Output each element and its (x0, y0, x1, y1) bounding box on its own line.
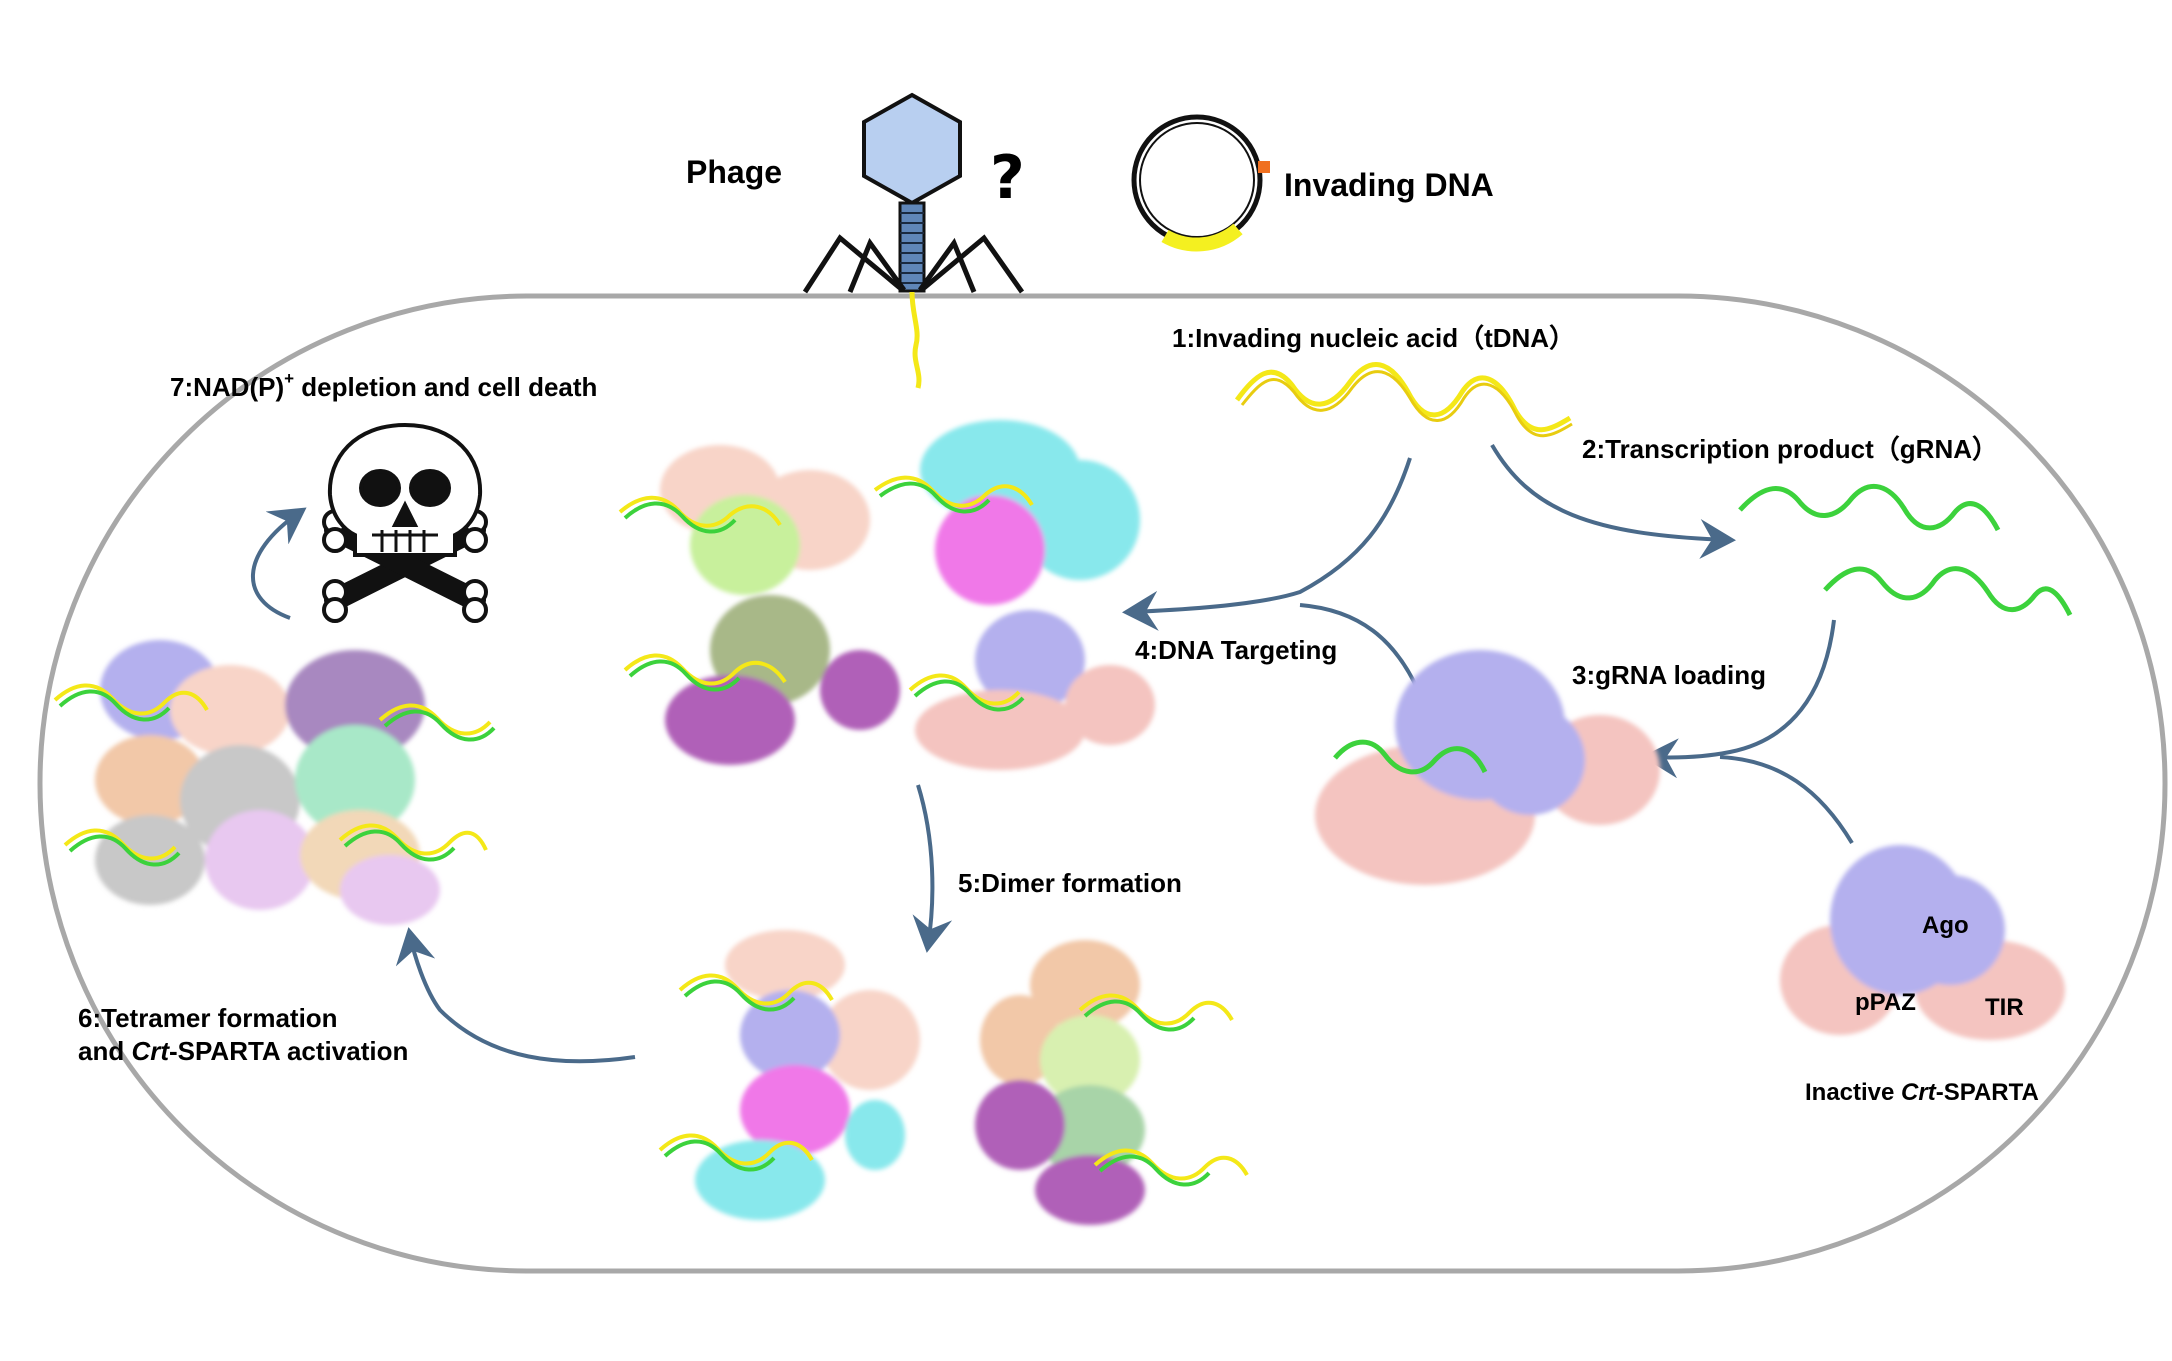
unknown-mark: ? (990, 143, 1025, 213)
step3-label: 3:gRNA loading (1572, 660, 1766, 690)
plasmid-icon (1131, 114, 1270, 252)
tetramer-complex (53, 640, 496, 925)
inactive-sparta-label: Inactive Crt-SPARTA (1805, 1079, 2039, 1106)
step2-label: 2:Transcription product（gRNA） (1582, 434, 1998, 464)
step7-label: 7:NAD(P)+ depletion and cell death (170, 369, 597, 402)
domain-ago-label: Ago (1922, 912, 1969, 939)
tdna-strand (1234, 362, 1573, 438)
step6-label-line1: 6:Tetramer formation (78, 1003, 338, 1033)
cell-membrane (37, 293, 2168, 1274)
dimer-2 (975, 940, 1249, 1225)
step1-label: 1:Invading nucleic acid（tDNA） (1172, 323, 1575, 353)
binary-complex-4 (908, 610, 1155, 770)
domain-ppaz-label: pPAZ (1855, 989, 1916, 1016)
step6-label-line2: and Crt-SPARTA activation (78, 1036, 408, 1066)
process-arrows (251, 443, 1854, 1064)
grna-loaded-complex (1315, 650, 1660, 885)
invading-dna-label: Invading DNA (1284, 167, 1494, 203)
binary-complex-1 (618, 445, 870, 595)
binary-complex-2 (873, 420, 1140, 605)
step4-label: 4:DNA Targeting (1135, 635, 1337, 665)
phage-icon (802, 92, 1025, 389)
step5-label: 5:Dimer formation (958, 868, 1182, 898)
skull-crossbones-icon (322, 422, 488, 623)
grna-strands (1738, 484, 2073, 617)
binary-complex-3 (623, 595, 900, 765)
domain-tir-label: TIR (1985, 994, 2024, 1021)
phage-label: Phage (686, 154, 782, 190)
dimer-1 (658, 930, 920, 1220)
inactive-sparta-structure (1780, 845, 2065, 1040)
